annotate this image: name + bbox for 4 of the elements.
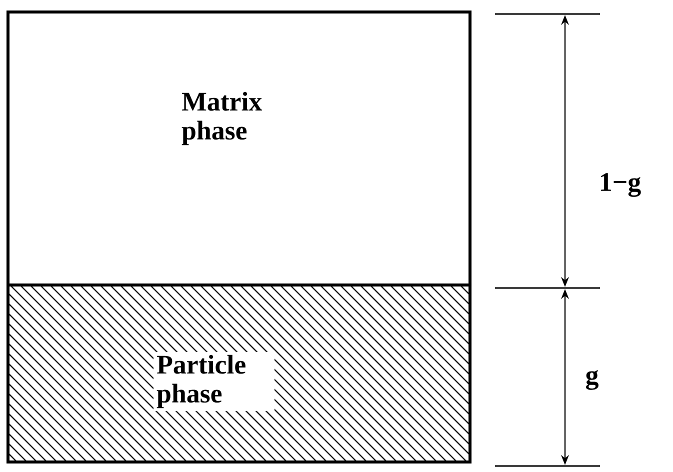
dimension-label: g [586,370,598,390]
phase-box: Matrix phase [6,10,472,286]
dimension-label: 1−g [601,173,641,197]
hatched-region: Particle phase [6,284,472,464]
